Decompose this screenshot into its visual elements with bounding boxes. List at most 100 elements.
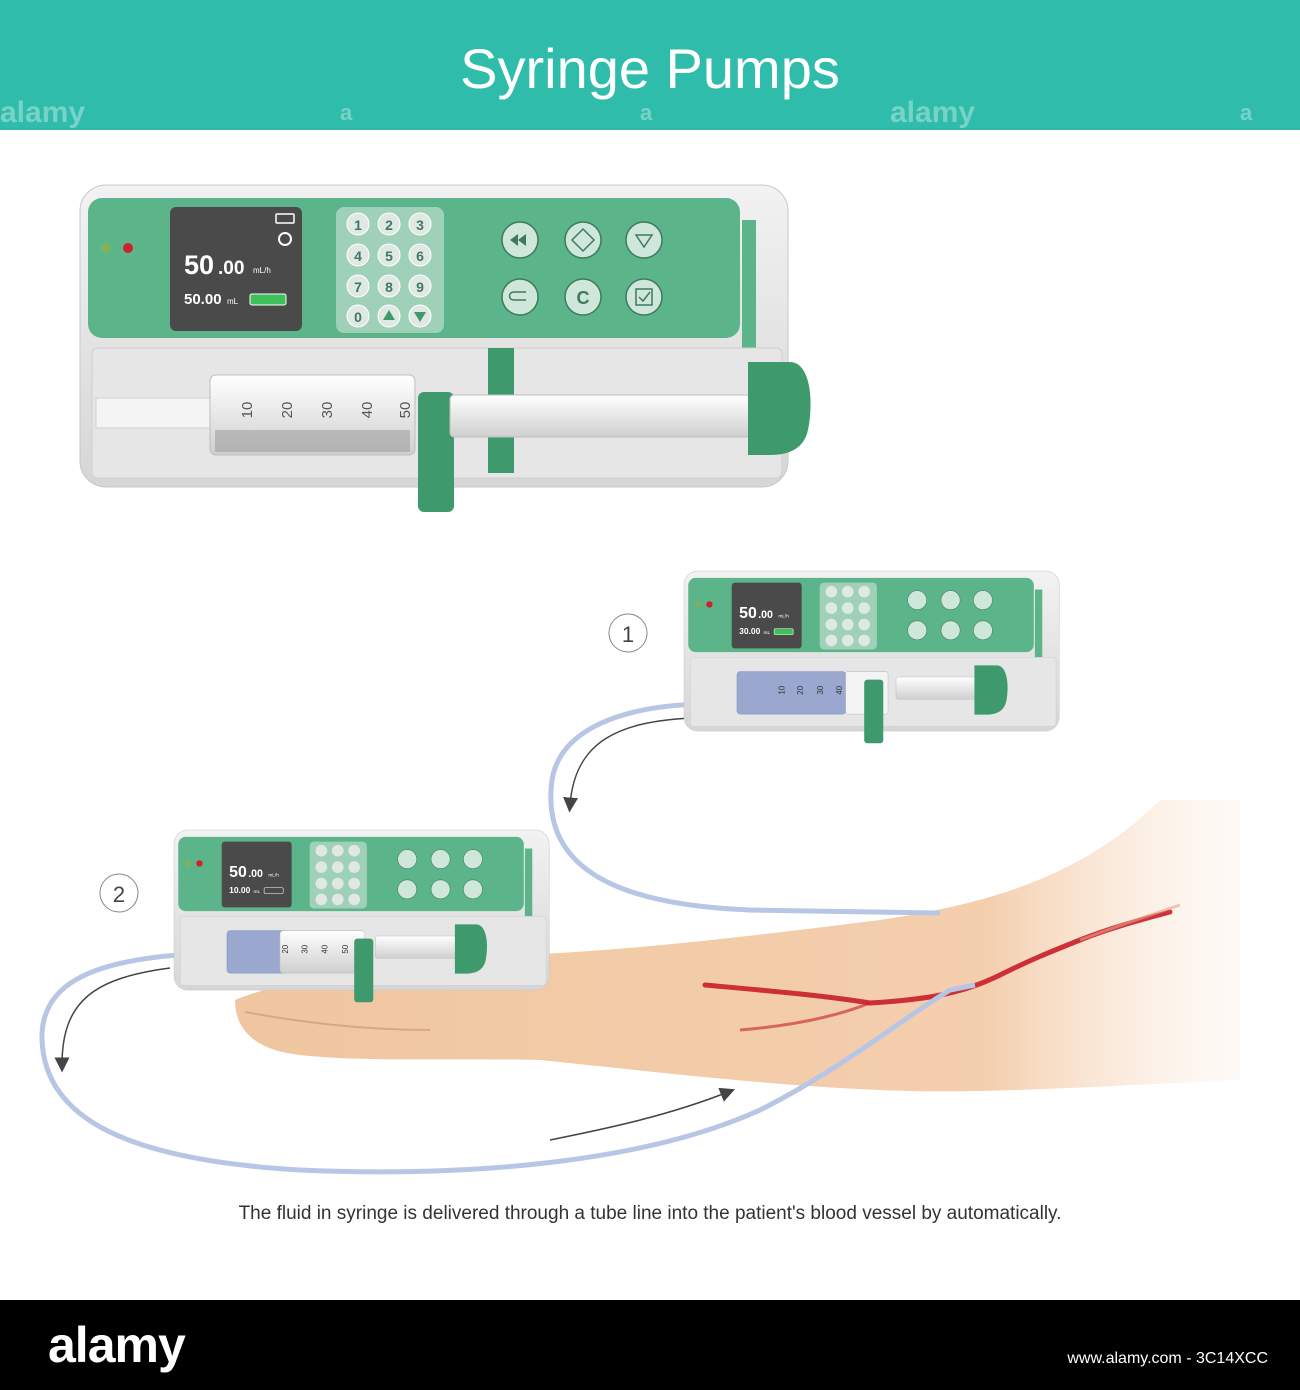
scale-label: 40 <box>359 402 376 419</box>
scale-label: 30 <box>319 402 336 419</box>
rewind-button[interactable] <box>501 221 539 259</box>
key-label: 4 <box>354 248 362 264</box>
scale-label: 40 <box>321 944 330 953</box>
arm <box>235 800 1240 1092</box>
scale-label: 10 <box>239 402 256 419</box>
scale-label: 50 <box>397 402 414 419</box>
back-button[interactable] <box>501 278 539 316</box>
volume-value: 50.00 <box>184 291 222 308</box>
scale-label: 10 <box>778 685 787 694</box>
watermark: alamy <box>890 96 976 129</box>
pump-1: 50 .00 mL/h 30.00 mL 10 20 30 40 50 <box>683 570 1060 744</box>
down-button[interactable] <box>625 221 663 259</box>
rate-decimal: .00 <box>758 609 773 621</box>
volume-value: 30.00 <box>739 626 760 636</box>
scale-label: 30 <box>301 944 310 953</box>
rate-unit: mL/h <box>268 873 279 879</box>
illustration: 50 .00 mL/h 50.00 mL 1 2 3 4 5 6 7 8 9 0… <box>0 130 1300 1300</box>
page-title: Syringe Pumps <box>460 37 840 100</box>
up-arrow-icon <box>383 310 395 320</box>
step-number: 1 <box>622 622 634 647</box>
key-3[interactable]: 3 <box>408 212 432 236</box>
rate-decimal: .00 <box>248 868 263 880</box>
scale-label: 20 <box>796 685 805 694</box>
key-8[interactable]: 8 <box>377 274 401 298</box>
blood-vessel <box>702 903 1181 1032</box>
syringe-clamp[interactable] <box>418 392 454 512</box>
key-2[interactable]: 2 <box>377 212 401 236</box>
watermark: a <box>340 100 353 125</box>
clear-icon: C <box>577 288 590 308</box>
rewind-icon <box>510 234 526 246</box>
flow-arrow <box>549 1087 735 1141</box>
tube-line-1 <box>548 701 941 916</box>
footer-bar: alamy www.alamy.com - 3C14XCC <box>0 1300 1300 1390</box>
key-up[interactable] <box>377 304 401 328</box>
volume-value: 10.00 <box>229 885 250 895</box>
function-buttons[interactable]: C <box>501 221 663 316</box>
title-banner: Syringe Pumps alamy a a alamy a <box>0 0 1300 130</box>
flow-arrow <box>54 967 171 1073</box>
scale-label: 20 <box>279 402 296 419</box>
scale-label: 20 <box>281 944 290 953</box>
caption: The fluid in syringe is delivered throug… <box>238 1203 1062 1224</box>
keypad[interactable]: 1 2 3 4 5 6 7 8 9 0 <box>346 212 432 328</box>
key-label: 8 <box>385 279 393 295</box>
key-label: 2 <box>385 217 393 233</box>
scale-label: 30 <box>816 685 825 694</box>
alamy-logo: alamy <box>48 1317 186 1373</box>
key-label: 1 <box>354 217 362 233</box>
plunger-holder[interactable] <box>748 362 811 455</box>
start-icon <box>570 227 596 253</box>
checkbox-icon <box>635 288 653 306</box>
key-0[interactable]: 0 <box>346 304 370 328</box>
scale-label: 40 <box>835 685 844 694</box>
syringe-level-icon <box>249 293 287 306</box>
pump-main: 50 .00 mL/h 50.00 mL 1 2 3 4 5 6 7 8 9 0… <box>79 184 811 512</box>
status-icon <box>278 232 292 246</box>
rate-value: 50 <box>739 605 757 622</box>
watermark: alamy <box>0 96 86 129</box>
pump-2: 50 .00 mL/h 10.00 mL 20 30 40 50 <box>173 829 550 1003</box>
key-5[interactable]: 5 <box>377 243 401 267</box>
rate-unit: mL/h <box>253 266 271 275</box>
syringe-pump-diagram: 50 .00 mL/h 50.00 mL 1 2 3 4 5 6 7 8 9 0… <box>39 184 1240 1175</box>
rate-unit: mL/h <box>778 614 789 620</box>
key-7[interactable]: 7 <box>346 274 370 298</box>
volume-unit: mL <box>227 297 239 306</box>
tube-line-2 <box>39 952 976 1175</box>
watermark: a <box>1240 100 1253 125</box>
key-label: 7 <box>354 279 362 295</box>
key-9[interactable]: 9 <box>408 274 432 298</box>
step-marker-1: 1 <box>608 613 648 653</box>
rate-value: 50 <box>229 864 247 881</box>
key-label: 3 <box>416 217 424 233</box>
key-label: 5 <box>385 248 393 264</box>
key-label: 9 <box>416 279 424 295</box>
confirm-button[interactable] <box>625 278 663 316</box>
key-label: 6 <box>416 248 424 264</box>
step-marker-2: 2 <box>99 873 139 913</box>
step-number: 2 <box>113 882 125 907</box>
watermark: a <box>640 100 653 125</box>
rate-value: 50 <box>184 250 214 280</box>
plunger-rod <box>449 394 751 438</box>
stock-id: www.alamy.com - 3C14XCC <box>1067 1350 1268 1367</box>
key-down[interactable] <box>408 304 432 328</box>
rate-decimal: .00 <box>218 258 244 279</box>
battery-icon <box>275 213 295 224</box>
return-icon <box>508 291 526 301</box>
scale-label: 50 <box>341 944 350 953</box>
key-6[interactable]: 6 <box>408 243 432 267</box>
flow-arrow <box>563 717 691 813</box>
clear-button[interactable]: C <box>564 278 602 316</box>
volume-unit: mL <box>764 630 771 636</box>
status-led-green <box>101 243 111 253</box>
start-button[interactable] <box>564 221 602 259</box>
volume-unit: mL <box>254 889 261 895</box>
key-label: 0 <box>354 309 362 325</box>
key-1[interactable]: 1 <box>346 212 370 236</box>
triangle-down-icon <box>634 234 654 249</box>
status-led-red <box>123 243 133 253</box>
key-4[interactable]: 4 <box>346 243 370 267</box>
